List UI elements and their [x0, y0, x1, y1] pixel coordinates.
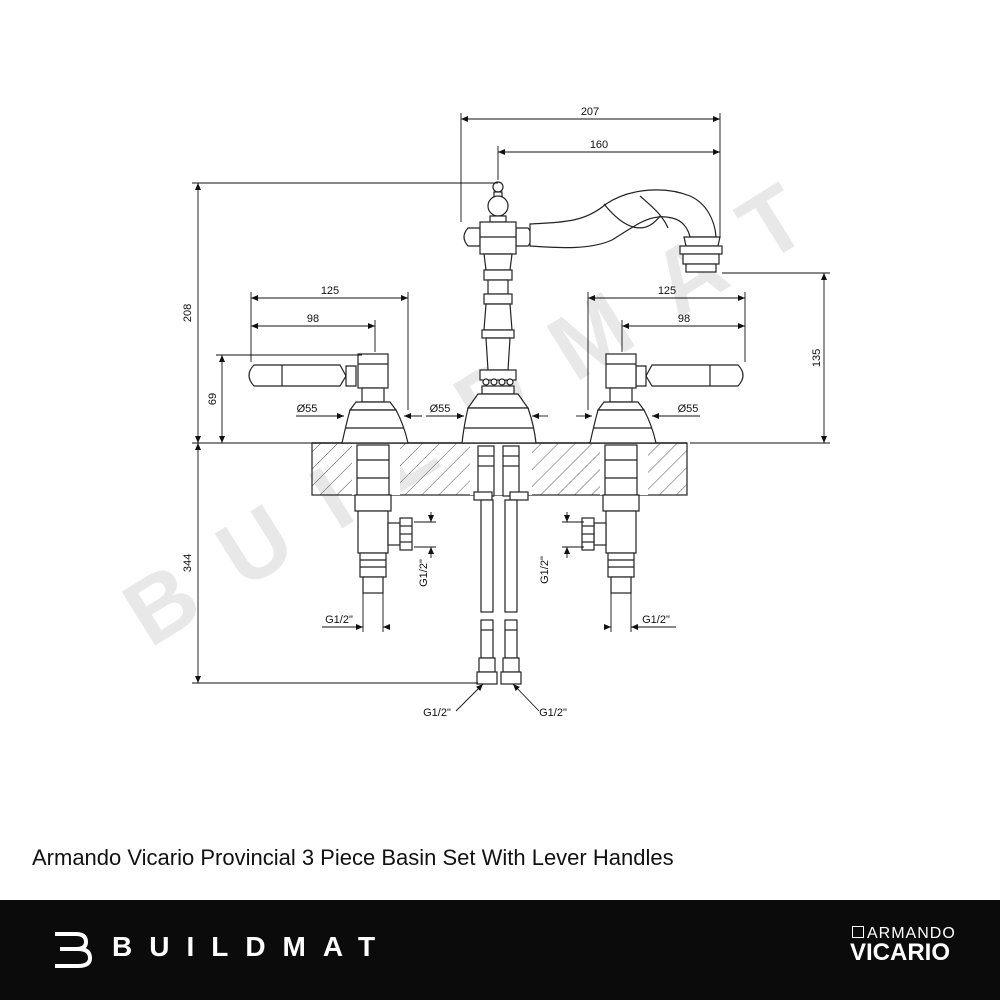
dim-left-base-diameter: Ø55: [297, 403, 318, 415]
dim-spout-reach: 160: [590, 139, 608, 151]
dim-right-valve-bottom-thread: G1/2": [642, 614, 670, 626]
partner-logo-top: ARMANDO: [852, 925, 956, 943]
buildmat-logo-icon: [55, 932, 93, 968]
partner-name-bottom: VICARIO: [850, 939, 951, 966]
product-title: Armando Vicario Provincial 3 Piece Basin…: [32, 845, 674, 870]
dim-overall-height: 208: [182, 304, 194, 322]
dim-left-handle-span: 125: [321, 285, 339, 297]
dim-right-handle-span: 125: [658, 285, 676, 297]
armando-vicario-mark-icon: [852, 926, 864, 938]
dim-hose-right-thread: G1/2": [539, 707, 567, 719]
dim-hose-left-thread: G1/2": [423, 707, 451, 719]
dim-spout-reach-total: 207: [581, 106, 599, 118]
partner-name-top: ARMANDO: [867, 925, 956, 942]
center-spout: [461, 181, 723, 444]
hoses: [473, 445, 529, 685]
dim-left-handle-reach: 98: [307, 313, 319, 325]
dim-left-valve-side-thread: G1/2": [418, 559, 430, 587]
dimension-labels: 207 160 208 125 98 125 98 69 135 Ø55 Ø55…: [182, 106, 823, 719]
brand-name: BUILDMAT: [112, 931, 393, 962]
dim-spout-outlet-height: 135: [811, 349, 823, 367]
dim-right-base-diameter: Ø55: [678, 403, 699, 415]
dim-right-valve-side-thread: G1/2": [539, 556, 551, 584]
dimension-lines: [192, 113, 830, 712]
technical-drawing: BUILDMAT: [107, 106, 861, 719]
right-valve: [581, 353, 744, 594]
left-valve: [248, 353, 413, 594]
dim-right-handle-reach: 98: [678, 313, 690, 325]
dim-below-deck-length: 344: [182, 554, 194, 572]
dim-handle-height: 69: [207, 393, 219, 405]
footer-bar: [0, 900, 1000, 1000]
dim-center-base-diameter: Ø55: [430, 403, 451, 415]
dim-left-valve-bottom-thread: G1/2": [325, 614, 353, 626]
